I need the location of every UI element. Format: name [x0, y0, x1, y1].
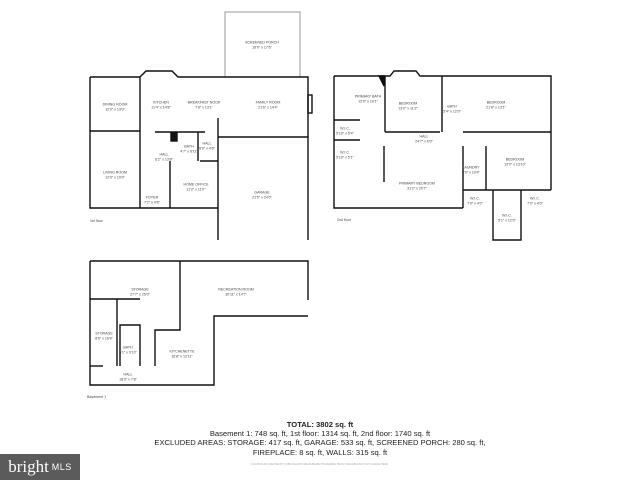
room-bedroom: Bedroom13'9" x 13'10"	[504, 157, 526, 167]
room-kitchenette: Kitchenette16'8" x 12'11"	[169, 349, 195, 359]
first-floor-walls	[89, 11, 313, 240]
room-wic: W.I.C.7'0" x 4'0"	[467, 196, 483, 206]
room-living-room: Living Room12'0" x 19'0"	[103, 170, 127, 180]
room-recreation-room: Recreation Room30'11" x 14'7"	[218, 287, 254, 297]
area-summary: TOTAL: 3802 sq. ft Basement 1: 748 sq. f…	[0, 420, 640, 457]
room-hall: Hall6'2" x 13'8"	[155, 152, 173, 162]
excluded-areas-cont: FIREPLACE: 8 sq. ft, WALLS: 315 sq. ft	[252, 447, 388, 457]
floor-label-first: 1st floor	[90, 219, 103, 223]
floor-label-basement: Basement 1	[87, 395, 107, 399]
room-hall: Hall18'3" x 7'8"	[119, 372, 137, 382]
room-family-room: Family Room21'6" x 14'4"	[255, 100, 281, 110]
room-wic: W.I.C.7'0" x 4'0"	[527, 196, 543, 206]
room-bath: Bath5'1" x 9'10"	[119, 345, 137, 355]
credit-note: FLOOR PLAN CREATED BY CUBICASA APP. MEAS…	[251, 463, 389, 466]
room-bath: Bath4'7" x 6'11"	[180, 144, 198, 154]
room-wic: W.I.C.5'10" x 5'4"	[336, 126, 354, 136]
room-dining-room: Dining Room12'0" x 13'0"	[102, 102, 128, 112]
room-wic: W.I.C.5'1" x 12'0"	[498, 213, 516, 223]
total-area: TOTAL: 3802 sq. ft	[286, 420, 354, 429]
room-storage: Storage27'7" x 25'0"	[130, 287, 150, 297]
room-bath: Bath5'4" x 12'0"	[443, 104, 461, 114]
floor-areas: Basement 1: 748 sq. ft, 1st floor: 1314 …	[209, 429, 431, 439]
room-primary-bath: Primary Bath12'0" x 10'1"	[354, 94, 382, 104]
room-laundry: Laundry5'0" x 10'4"	[462, 165, 480, 175]
room-hall: Hall24'7" x 6'0"	[415, 134, 433, 144]
second-floor-walls	[333, 70, 552, 241]
room-screened-porch: Screened Porch16'0" x 17'6"	[245, 40, 279, 50]
basement-walls	[89, 260, 309, 386]
room-home-office: Home Office11'2" x 11'0"	[183, 182, 209, 192]
room-breakfast-nook: Breakfast Nook7'8" x 13'1"	[187, 100, 221, 110]
room-garage: Garage21'6" x 24'0"	[252, 190, 272, 200]
room-bedroom: Bedroom13'0" x 11'2"	[398, 101, 418, 111]
room-storage: Storage8'6" x 16'8"	[95, 331, 113, 341]
room-bedroom: Bedroom21'8" x 13'1"	[486, 100, 506, 110]
room-hall: Hall6'0" x 4'6"	[199, 141, 215, 151]
room-foyer: Foyer7'2" x 4'8"	[144, 195, 160, 205]
room-wic: W.I.C.5'10" x 5'1"	[336, 150, 354, 160]
floor-label-second: 2nd floor	[337, 218, 351, 222]
room-kitchen: Kitchen11'4" x 14'8"	[151, 100, 171, 110]
room-primary-bedroom: Primary Bedroom31'2" x 20'7"	[399, 181, 435, 191]
excluded-areas: EXCLUDED AREAS: STORAGE: 417 sq. ft, GAR…	[154, 438, 486, 448]
